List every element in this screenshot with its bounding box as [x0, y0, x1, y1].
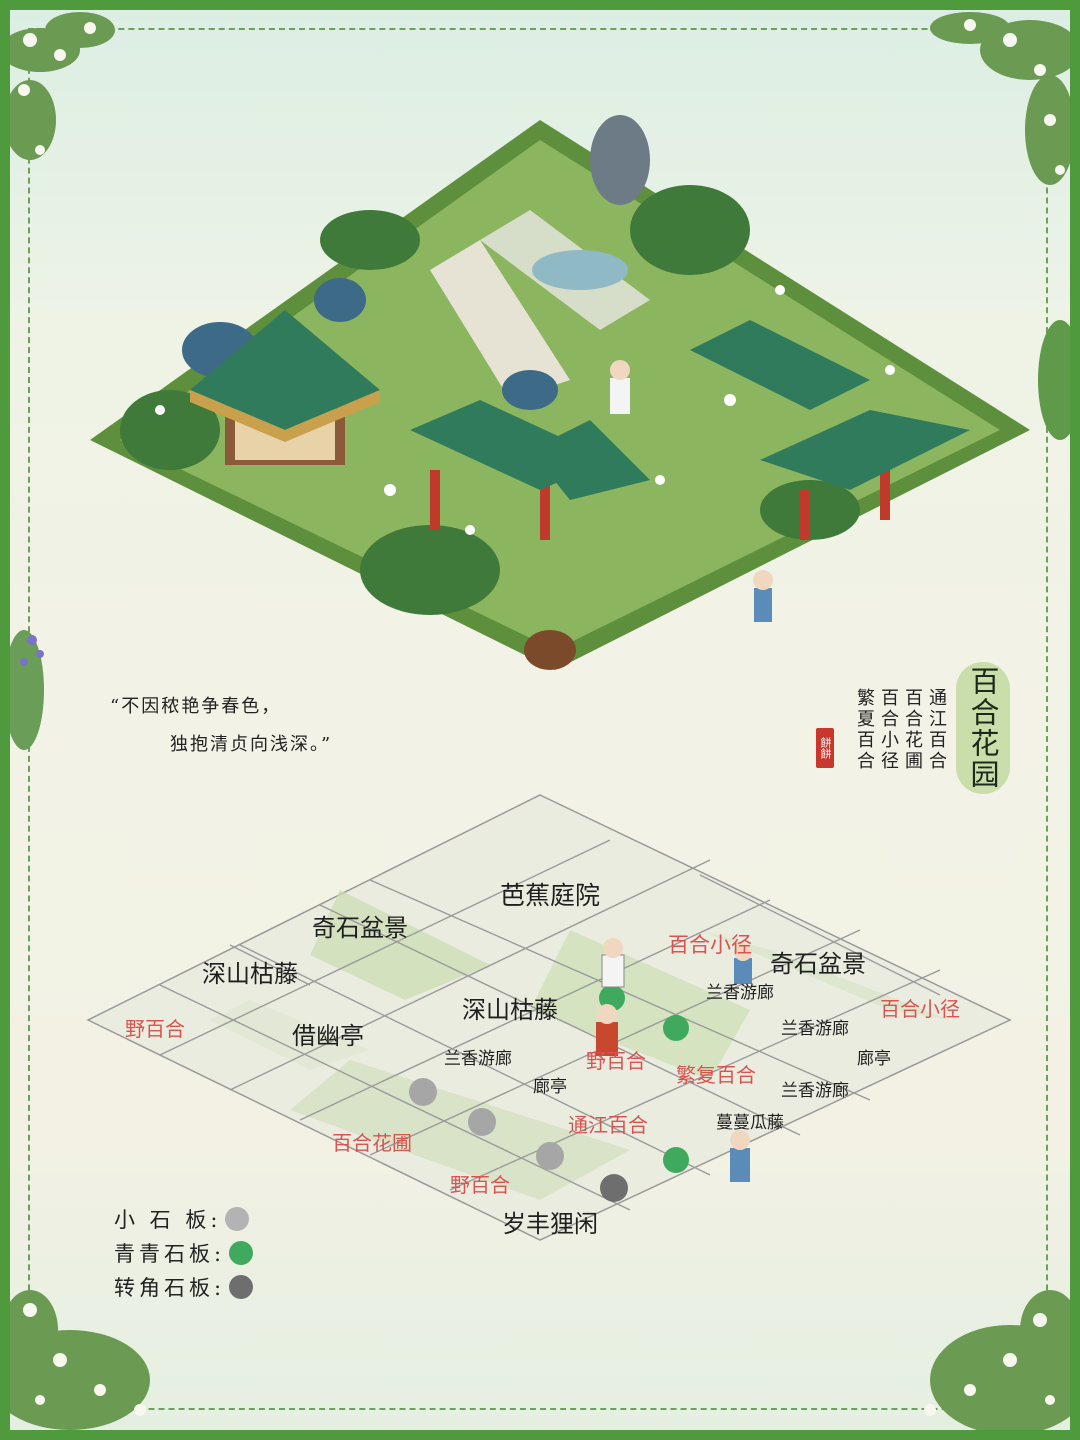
map-label-baihe-huapu: 百合花圃	[332, 1131, 412, 1155]
map-label-fanxia: 繁复百合	[676, 1063, 756, 1087]
garden-title-badge: 百合花园	[956, 662, 1010, 794]
legend-corner-stone: 转角石板:	[114, 1272, 254, 1302]
artist-seal: 餅餅	[816, 728, 834, 768]
map-label-yebaihe-left: 野百合	[125, 1017, 185, 1041]
wine-jar	[524, 630, 576, 670]
garden-illustration	[90, 115, 1030, 670]
map-label-yebaihe-mid: 野百合	[586, 1049, 646, 1073]
grid-lines	[159, 839, 941, 1211]
map-label-baihe-xiaojing-top: 百合小径	[668, 933, 752, 957]
map-character-scholar	[601, 938, 625, 988]
map-label-langting-right: 廊亭	[857, 1049, 891, 1069]
legend-label: 转角石板:	[114, 1276, 226, 1300]
map-label-tongjiang: 通江百合	[568, 1113, 648, 1137]
map-character-musician	[596, 1004, 618, 1056]
map-label-yebaihe-bottom: 野百合	[450, 1173, 510, 1197]
legend-label: 青青石板:	[114, 1242, 226, 1266]
legend-green-stone: 青青石板:	[114, 1238, 254, 1268]
map-label-lanxiang-2: 兰香游廊	[781, 1019, 849, 1039]
stone-marker-small	[409, 1078, 564, 1170]
map-label-jieyouting: 借幽亭	[292, 1022, 364, 1050]
map-label-shenshan-mid: 深山枯藤	[462, 996, 558, 1024]
map-label-manman: 蔓蔓瓜藤	[716, 1113, 784, 1133]
poster-background: 百合花园 通江百合 百合花圃 百合小径 繁夏百合 餅餅 “不因秾艳争春色， 独抱…	[10, 10, 1070, 1430]
map-label-lanxiang-left: 兰香游廊	[444, 1049, 512, 1069]
character-boy	[753, 570, 773, 622]
recipe-column-4: 繁夏百合	[854, 688, 875, 772]
map-label-lanxiang-3: 兰香游廊	[781, 1081, 849, 1101]
poem-line-2: 独抱清贞向浅深。”	[170, 734, 333, 755]
map-character-girl	[734, 943, 752, 984]
map-character-boy	[730, 1130, 750, 1182]
poem-line-1: “不因秾艳争春色，	[110, 696, 282, 717]
map-label-lanxiang-1: 兰香游廊	[706, 983, 774, 1003]
lavender-left-edge	[10, 630, 44, 750]
leaf-right-edge	[1038, 320, 1070, 440]
stone-marker-green	[599, 985, 689, 1173]
map-label-suifeng: 岁丰狸闲	[502, 1210, 598, 1238]
recipe-column-1: 通江百合	[926, 688, 947, 772]
character-scholar	[610, 360, 630, 414]
flower-corner-bottom-left	[10, 1290, 150, 1430]
map-label-bajiao: 芭蕉庭院	[500, 881, 600, 910]
pavilion-left	[190, 310, 380, 465]
map-label-langting-left: 廊亭	[533, 1077, 567, 1097]
legend-dot-small-stone	[225, 1207, 250, 1231]
flower-corner-bottom-right	[924, 1290, 1070, 1430]
map-label-qishi-right: 奇石盆景	[770, 950, 866, 978]
corridor-middle	[410, 400, 650, 540]
legend-small-stone: 小 石 板:	[114, 1204, 250, 1234]
legend-label: 小 石 板:	[114, 1208, 222, 1232]
stone-marker-corner	[600, 1174, 628, 1202]
recipe-column-3: 百合小径	[878, 688, 899, 772]
legend-dot-corner-stone	[229, 1275, 254, 1299]
map-label-qishi-left: 奇石盆景	[312, 914, 408, 942]
map-label-baihe-xiaojing-right: 百合小径	[880, 997, 960, 1021]
map-label-shenshan-left: 深山枯藤	[202, 960, 298, 988]
flower-corner-top-right	[930, 12, 1070, 185]
garden-title: 百合花园	[966, 666, 1000, 790]
flower-corner-top-left	[10, 12, 115, 160]
layout-grid-map: 芭蕉庭院 奇石盆景 深山枯藤 野百合 借幽亭 深山枯藤 百合小径 奇石盆景 兰香…	[86, 794, 1012, 1241]
corridor-right	[690, 320, 970, 540]
recipe-column-2: 百合花圃	[902, 688, 923, 772]
legend-dot-green-stone	[229, 1241, 254, 1265]
